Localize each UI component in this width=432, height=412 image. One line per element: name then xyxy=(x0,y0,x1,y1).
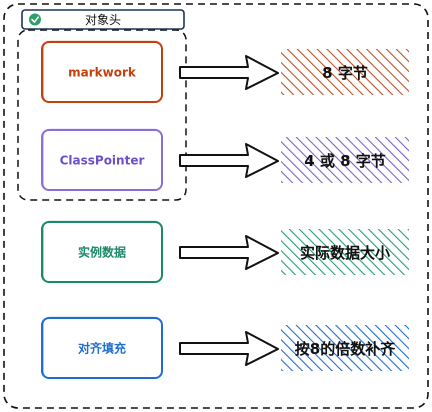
component-label: ClassPointer xyxy=(60,154,145,168)
size-label: 4 或 8 字节 xyxy=(304,152,386,170)
object-outer-frame xyxy=(3,3,429,409)
component-label: markwork xyxy=(68,66,137,80)
component-instance-data[interactable]: 实例数据 xyxy=(41,220,163,283)
size-box-markwork: 8 字节 xyxy=(281,49,409,95)
component-label: 对齐填充 xyxy=(78,341,126,356)
size-label: 8 字节 xyxy=(322,64,368,82)
object-header-tab: 对象头 xyxy=(21,9,185,30)
component-markwork[interactable]: markwork xyxy=(41,40,163,103)
size-box-padding: 按8的倍数补齐 xyxy=(281,325,409,371)
arrow-right-icon xyxy=(179,235,279,270)
size-label: 按8的倍数补齐 xyxy=(295,340,396,358)
component-label: 实例数据 xyxy=(78,245,126,260)
object-header-title: 对象头 xyxy=(85,13,121,27)
size-label: 实际数据大小 xyxy=(300,244,390,262)
check-circle-icon xyxy=(29,13,41,26)
arrow-right-icon xyxy=(179,143,279,178)
size-box-instance-data: 实际数据大小 xyxy=(281,229,409,275)
arrow-right-icon xyxy=(179,55,279,90)
component-classpointer[interactable]: ClassPointer xyxy=(41,128,163,191)
object-header-group xyxy=(17,29,187,201)
arrow-right-icon xyxy=(179,331,279,366)
size-box-classpointer: 4 或 8 字节 xyxy=(281,137,409,183)
component-padding[interactable]: 对齐填充 xyxy=(41,316,163,379)
